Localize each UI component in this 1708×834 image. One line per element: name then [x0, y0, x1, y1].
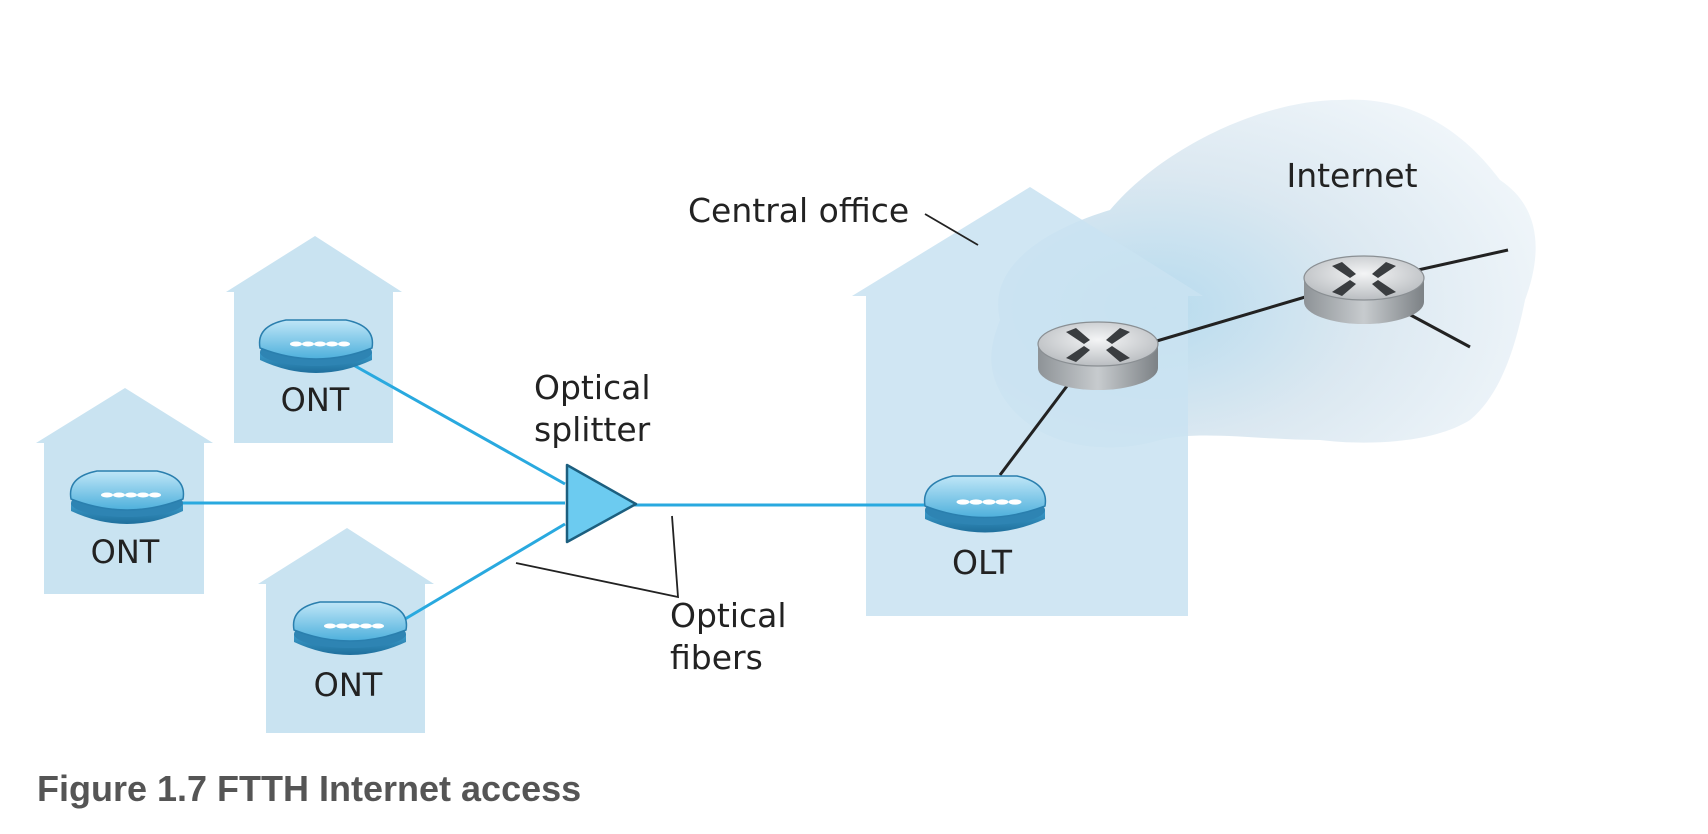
olt-label: OLT: [952, 543, 1013, 582]
fibers-label-line1: Optical: [670, 596, 787, 635]
fibers-label-line2: fibers: [670, 638, 763, 677]
router-icon: [1303, 255, 1425, 324]
label-leaders: [515, 213, 979, 599]
central-office-label: Central office: [688, 191, 909, 230]
ont-label-top: ONT: [281, 381, 350, 419]
router-icon: [1037, 321, 1159, 390]
ont-modem-icon: [258, 319, 374, 373]
network-links: [998, 248, 1509, 476]
ont-modem-icon: [69, 470, 185, 524]
leader-central-office: [924, 213, 979, 246]
fiber-top: [347, 360, 566, 486]
ont-label-bottom: ONT: [314, 666, 383, 704]
link-router-router: [1149, 293, 1313, 345]
fiber-bottom: [399, 522, 566, 624]
link-olt-router: [998, 381, 1072, 476]
splitter-label-line2: splitter: [534, 410, 651, 449]
optical-fibers: [170, 360, 933, 624]
ont-label-left: ONT: [91, 533, 160, 571]
splitter-label-line1: Optical: [534, 368, 651, 407]
ont-modem-icon: [292, 601, 408, 655]
splitter-triangle-icon: [565, 463, 638, 544]
internet-label: Internet: [1286, 156, 1417, 195]
figure-caption: Figure 1.7 FTTH Internet access: [37, 768, 582, 809]
link-router-out-2: [1404, 310, 1471, 349]
olt-modem-icon: [923, 475, 1047, 533]
leader-optical-fibers: [515, 515, 679, 599]
